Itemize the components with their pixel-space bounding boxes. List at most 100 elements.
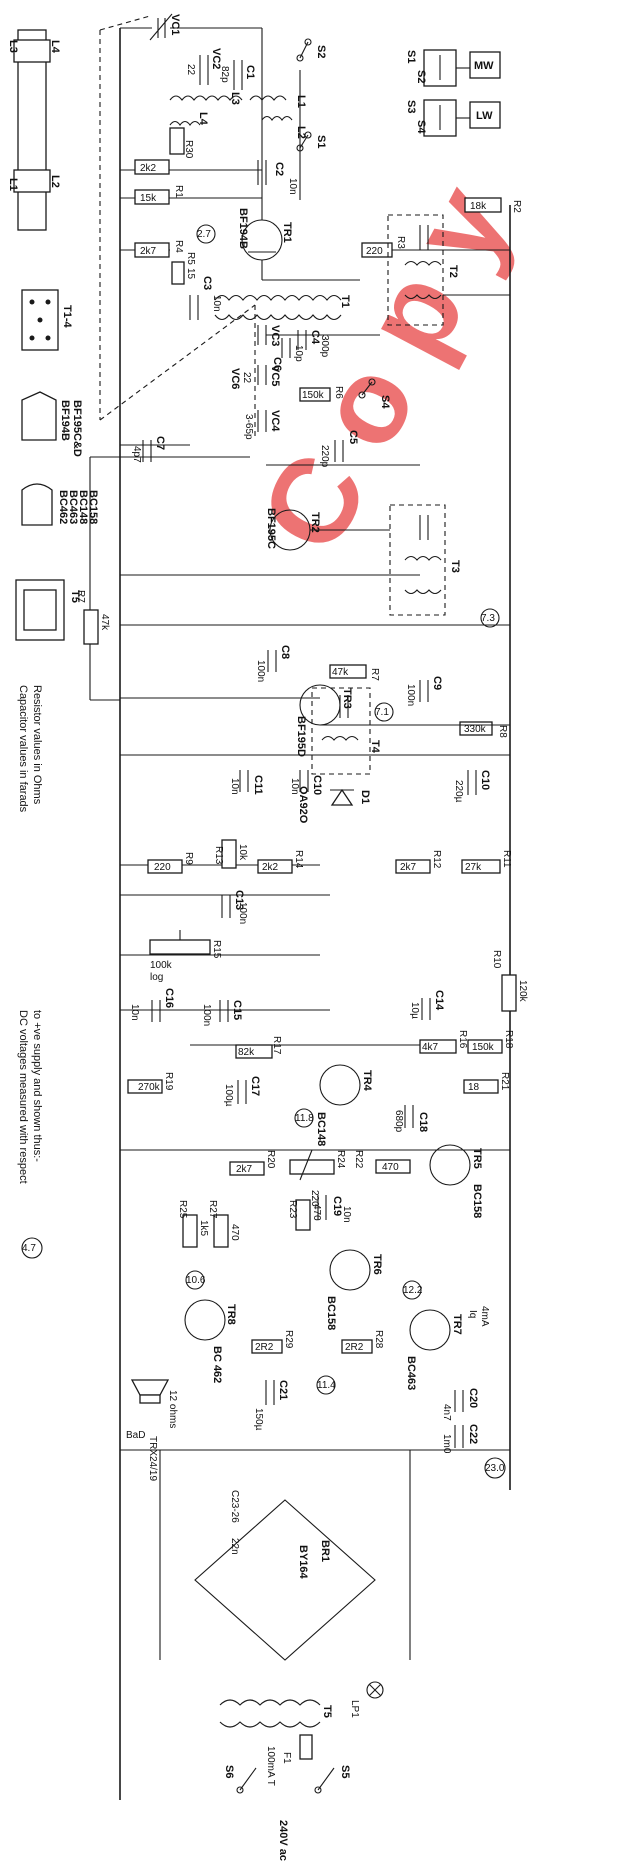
coil-key: L4 L3 L2 L1: [7, 29, 61, 231]
c11-ref: C10: [311, 775, 323, 795]
t1-4-key: T1-4: [21, 289, 73, 351]
dc-example-marker: [21, 1237, 43, 1259]
r5-value: 15: [185, 268, 196, 280]
r12-ref: R14: [293, 850, 304, 869]
t5-key-title: T5: [69, 590, 81, 603]
c10-ref: C10: [479, 770, 491, 790]
note-capacitors: Capacitor values in farads: [17, 685, 29, 813]
r20-body: [463, 1079, 499, 1094]
t5-key: T5: [15, 579, 81, 641]
voltage-value: 11.8: [295, 1113, 314, 1124]
r25-body: [295, 1199, 311, 1231]
r1-ref: R1: [173, 185, 184, 198]
tuner-section: VC1 VC2 22 C1 82p L3 L1 L4 L2 S2 S1 2k2 …: [134, 13, 327, 205]
bf-type-1: BF194B: [59, 400, 71, 441]
speaker-icon: [130, 1379, 170, 1396]
r10-ref: R11: [501, 850, 512, 868]
s3-key-label: S3: [405, 100, 417, 113]
iq-value: 4mA: [479, 1306, 490, 1327]
voltage-marker: [480, 608, 500, 628]
tr3-stage: C8 100n TR3 BF195D 47k R7 T4 D1 OA92O 7.…: [229, 645, 510, 824]
c23-26-ref: C23-26: [229, 1490, 240, 1523]
r12-value: 2k2: [262, 862, 279, 873]
r5-body: [171, 261, 185, 285]
t2-can: [387, 214, 444, 326]
iq-label: Iq: [467, 1310, 478, 1318]
l1-label: L1: [295, 95, 307, 108]
r4-ref: R4: [173, 240, 184, 253]
key-l2: L2: [49, 175, 61, 188]
s1-label: S1: [315, 135, 327, 148]
switch-key: MW S1 S2 LW S3 S4: [405, 49, 501, 137]
vc6-label: VC6: [229, 368, 241, 389]
c1-value: 82p: [219, 66, 230, 83]
r11-ref: R12: [431, 850, 442, 869]
r6-value: 150k: [302, 390, 325, 401]
c12-value: 10n: [229, 778, 240, 795]
tr3-ref: TR3: [341, 688, 353, 709]
c20-ref: C20: [467, 1388, 479, 1408]
rails: [99, 15, 511, 1800]
r15-body: [149, 939, 211, 955]
vc5-label: VC5: [269, 365, 281, 386]
c12-ref: C11: [252, 775, 264, 795]
r25-ref: R23: [287, 1200, 298, 1219]
vc4-value: 3-65p: [243, 414, 254, 440]
r26-value: 470: [229, 1224, 240, 1241]
s4-label: S4: [379, 395, 391, 409]
r7-group: 47k R7: [75, 590, 110, 645]
tr5-ref: TR5: [471, 1148, 483, 1169]
r11-value: 2k7: [400, 862, 417, 873]
r2-body: [464, 197, 502, 213]
voltage-value: 7.3: [481, 613, 495, 624]
c19-ref: C19: [331, 1196, 343, 1216]
l3-label: L3: [229, 92, 241, 105]
tr7-type: BC463: [405, 1356, 417, 1390]
r5-ref: R5: [185, 252, 196, 265]
tr8-type: BC 462: [211, 1346, 223, 1383]
c3-value: 10n: [211, 295, 222, 312]
fuse-ref: F1: [281, 1752, 292, 1764]
voltage-value: 7.1: [375, 707, 389, 718]
d1-type: OA92O: [297, 786, 309, 824]
r13-value: 220: [154, 862, 171, 873]
r22-value: 220: [309, 1190, 320, 1207]
r16-value: 120k: [517, 980, 528, 1003]
vc3-label: VC3: [269, 325, 281, 346]
l2-label: L2: [295, 126, 307, 139]
r9-ref: R8: [497, 725, 508, 738]
t1-4-title: T1-4: [61, 305, 73, 329]
note-resistors: Resistor values in Ohms: [31, 685, 43, 805]
r2-ref: R2: [511, 200, 522, 213]
coil-former: [17, 29, 47, 231]
tr7-symbol: [409, 1309, 451, 1351]
tr6-ref: TR6: [371, 1254, 383, 1275]
r25-value: 470: [311, 1204, 322, 1221]
c5-value: 220p: [319, 445, 330, 468]
tr2-type: BF195C: [265, 508, 277, 549]
voltage-marker: [374, 702, 394, 722]
bf-type-2: BF195C&D: [71, 400, 83, 457]
output-stage: 2k7 R20 220 R24 470 R22 470 R23 C19 10n …: [130, 1149, 506, 1479]
r28-body: [341, 1339, 373, 1354]
r11-body: [395, 859, 431, 874]
voltage-value: 23.0: [485, 1463, 505, 1474]
note-dc-1: DC voltages measured with respect: [17, 1010, 29, 1184]
key-l4: L4: [49, 40, 61, 54]
c11-value: 10n: [289, 778, 300, 795]
r29-ref: R29: [283, 1330, 294, 1349]
bridge-rectifier: [194, 1499, 376, 1661]
r19-body: [235, 1044, 273, 1059]
notes: Capacitor values in farads Resistor valu…: [17, 685, 43, 1259]
r21-body: [127, 1079, 163, 1094]
s6-label: S6: [223, 1765, 235, 1778]
c13-ref: C13: [233, 890, 245, 910]
tr4-ref: TR4: [361, 1070, 373, 1092]
mw-tag: [469, 51, 501, 79]
d1-ref: D1: [359, 790, 371, 804]
c20-value: 4n7: [441, 1404, 452, 1421]
bridge-type: BY164: [297, 1545, 309, 1580]
key-l1: L1: [7, 178, 19, 191]
r15-value: 100k: [150, 960, 173, 971]
r27-value: 1k5: [198, 1220, 209, 1237]
